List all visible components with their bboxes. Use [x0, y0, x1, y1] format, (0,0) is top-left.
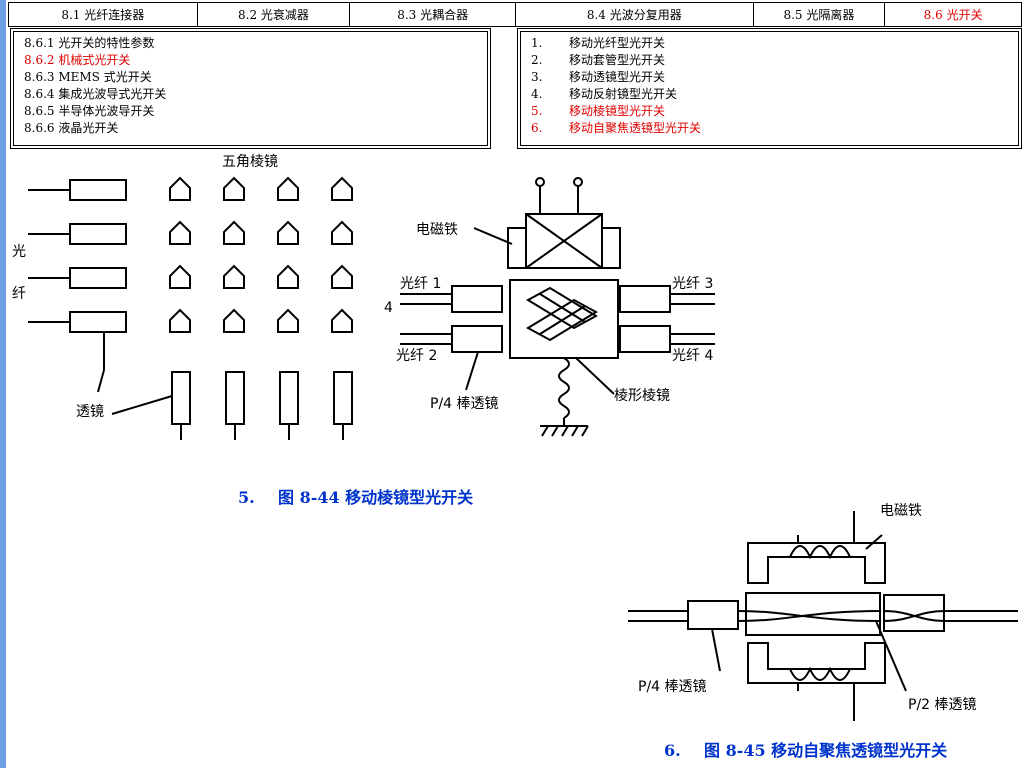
fiber-2-label: 光纤 2 — [396, 348, 437, 364]
pentaprism-grid — [169, 176, 353, 333]
switch-type-item-1[interactable]: 1. 移动光纤型光开关 — [531, 35, 701, 52]
caption-number: 5. — [238, 488, 255, 507]
switch-type-item-4[interactable]: 4. 移动反射镜型光开关 — [531, 86, 701, 103]
switch-type-item-6[interactable]: 6. 移动自聚焦透镜型光开关 — [531, 120, 701, 137]
tab-8-2[interactable]: 8.2 光衰减器 — [198, 3, 351, 26]
item-number: 2. — [531, 53, 543, 67]
item-number: 5. — [531, 104, 543, 118]
switch-type-list-box: 1. 移动光纤型光开关 2. 移动套管型光开关 3. 移动透镜型光开关 4. 移动反射镜… — [517, 28, 1022, 149]
subsection-item-6[interactable]: 8.6.6 液晶光开关 — [24, 121, 119, 135]
half-pitch-lens-label: P/2 棒透镜 — [908, 697, 977, 713]
figure-caption-1: 5. 图 8-44 移动棱镜型光开关 — [238, 484, 473, 508]
grin-lens-switch-diagram: 电磁铁 P/4 棒透镜 P/2 棒透镜 — [628, 503, 1018, 721]
item-label: 移动棱镜型光开关 — [569, 104, 666, 118]
electromagnet-label: 电磁铁 — [416, 222, 458, 238]
section-tab-bar: 8.1 光纤连接器 8.2 光衰减器 8.3 光耦合器 8.4 光波分复用器 8… — [8, 2, 1022, 27]
left-accent-bar — [0, 0, 6, 768]
quarter-pitch-lens-label: P/4 棒透镜 — [638, 679, 707, 695]
item-number: 6. — [531, 121, 543, 135]
subsection-list-box: 8.6.1 光开关的特性参数 8.6.2 机械式光开关 8.6.3 MEMS 式… — [10, 28, 491, 149]
tab-8-3[interactable]: 8.3 光耦合器 — [350, 3, 516, 26]
switch-type-item-5[interactable]: 5. 移动棱镜型光开关 — [531, 103, 701, 120]
switch-type-item-3[interactable]: 3. 移动透镜型光开关 — [531, 69, 701, 86]
figure-caption-2: 6. 图 8-45 移动自聚焦透镜型光开关 — [664, 737, 947, 761]
subsection-item-1[interactable]: 8.6.1 光开关的特性参数 — [24, 36, 155, 50]
item-label: 移动套管型光开关 — [569, 53, 666, 67]
item-label: 移动透镜型光开关 — [569, 70, 666, 84]
rod-lens-label: P/4 棒透镜 — [430, 396, 499, 412]
fiber-1-label: 光纤 1 — [400, 276, 441, 292]
item-number: 1. — [531, 36, 543, 50]
pentaprism-array-diagram: 五角棱镜 光 纤 透镜 — [12, 154, 353, 440]
fiber-4-label: 光纤 4 — [672, 348, 713, 364]
switch-type-item-2[interactable]: 2. 移动套管型光开关 — [531, 52, 701, 69]
item-number: 4. — [531, 87, 543, 101]
lens-label: 透镜 — [76, 404, 104, 420]
tab-8-1[interactable]: 8.1 光纤连接器 — [9, 3, 198, 26]
item-label: 移动自聚焦透镜型光开关 — [569, 121, 702, 135]
item-number: 3. — [531, 70, 543, 84]
electromagnet-label: 电磁铁 — [880, 503, 922, 519]
subsection-item-3[interactable]: 8.6.3 MEMS 式光开关 — [24, 70, 152, 84]
switch-type-list: 1. 移动光纤型光开关 2. 移动套管型光开关 3. 移动透镜型光开关 4. 移动反射镜… — [531, 35, 701, 137]
tab-8-5[interactable]: 8.5 光隔离器 — [754, 3, 886, 26]
caption-number: 6. — [664, 741, 681, 760]
subsection-list: 8.6.1 光开关的特性参数 8.6.2 机械式光开关 8.6.3 MEMS 式… — [24, 35, 166, 137]
prism-label: 棱形棱镜 — [614, 388, 670, 404]
item-label: 移动反射镜型光开关 — [569, 87, 678, 101]
subsection-item-2[interactable]: 8.6.2 机械式光开关 — [24, 53, 131, 67]
output-lens-group — [111, 371, 353, 440]
moving-prism-switch-diagram: 电磁铁 光纤 1 4 光纤 2 光纤 3 光纤 4 P/4 棒透镜 棱形棱镜 — [384, 177, 715, 437]
item-label: 移动光纤型光开关 — [569, 36, 666, 50]
fiber-side-label-2: 纤 — [12, 286, 26, 302]
caption-text: 图 8-44 移动棱镜型光开关 — [278, 488, 474, 507]
input-fiber-lens-group — [28, 179, 127, 393]
port-number-label: 4 — [384, 300, 393, 316]
subsection-item-4[interactable]: 8.6.4 集成光波导式光开关 — [24, 87, 167, 101]
pentaprism-label: 五角棱镜 — [222, 154, 278, 170]
tab-8-4[interactable]: 8.4 光波分复用器 — [516, 3, 754, 26]
fiber-side-label-1: 光 — [12, 244, 26, 260]
subsection-item-5[interactable]: 8.6.5 半导体光波导开关 — [24, 104, 155, 118]
tab-8-6[interactable]: 8.6 光开关 — [923, 8, 983, 22]
caption-text: 图 8-45 移动自聚焦透镜型光开关 — [704, 741, 948, 760]
fiber-3-label: 光纤 3 — [672, 276, 713, 292]
